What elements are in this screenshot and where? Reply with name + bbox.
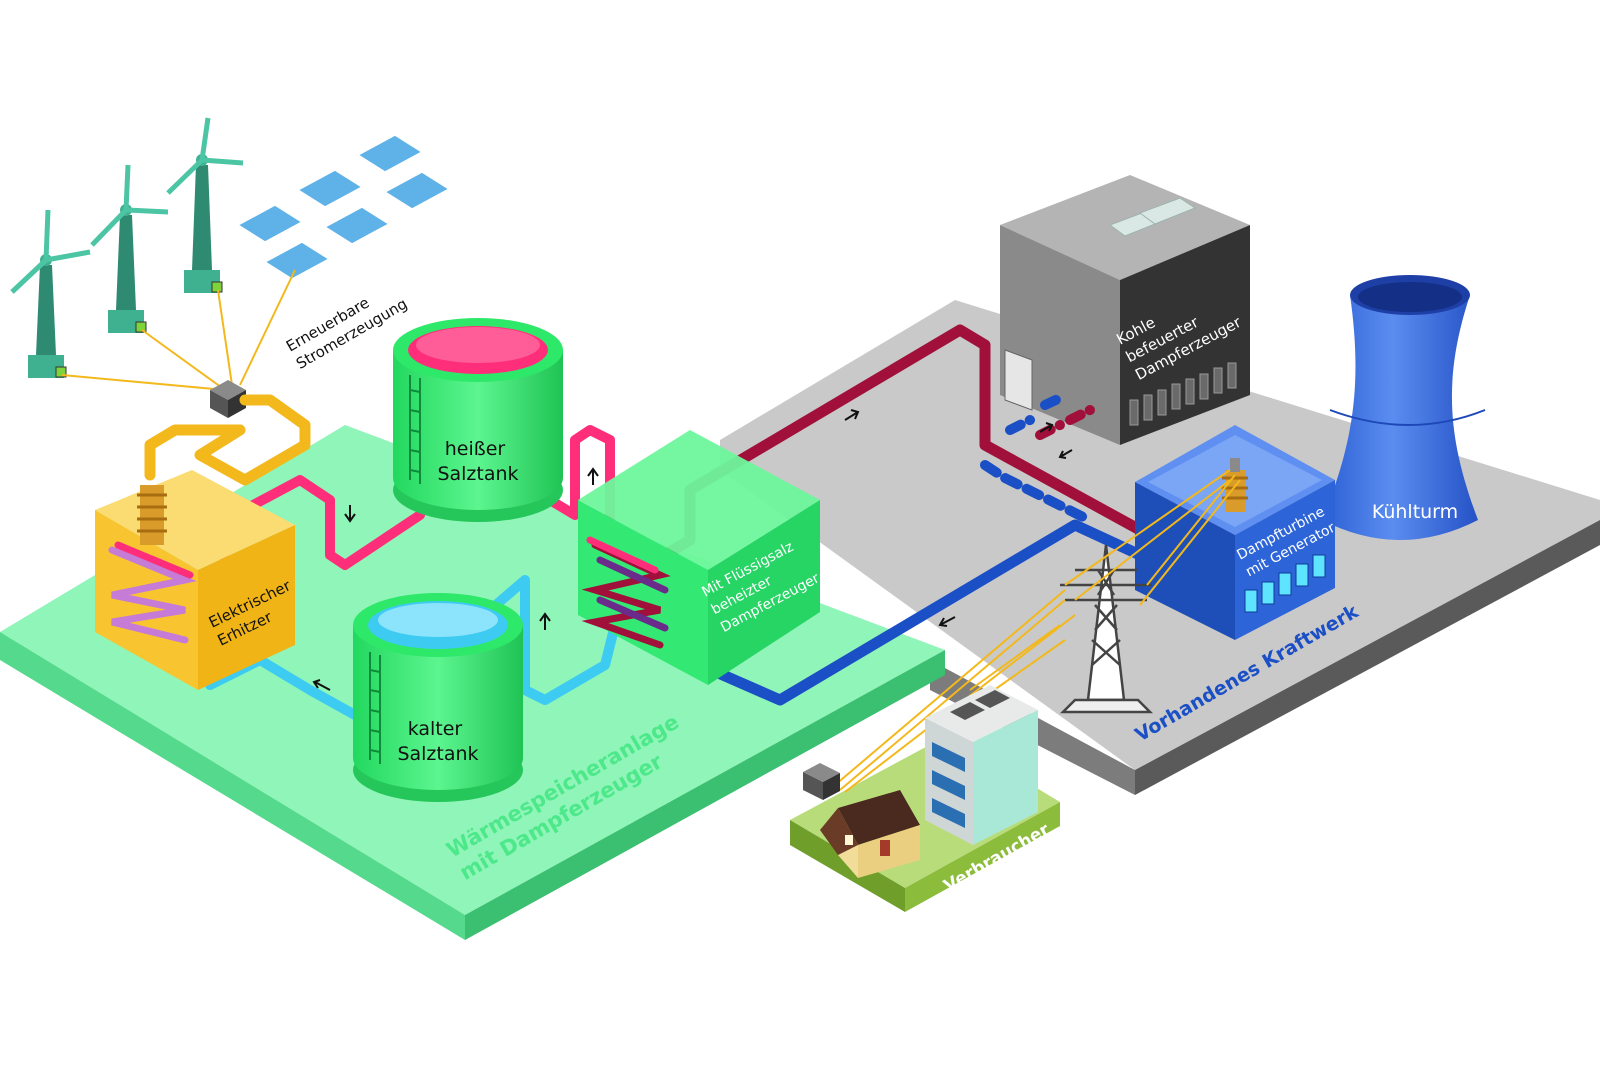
apartment-icon bbox=[925, 685, 1038, 845]
cold-salt-tank bbox=[353, 593, 523, 802]
turbine-windows bbox=[1244, 554, 1326, 613]
electric-feed-line bbox=[144, 394, 311, 486]
renewable-feed-lines bbox=[61, 269, 296, 391]
transmission-lines bbox=[834, 469, 1241, 793]
tank-ladder bbox=[409, 375, 421, 484]
junction-box-icon bbox=[803, 763, 840, 800]
turbine-building bbox=[1135, 425, 1335, 640]
solar-panel-icon bbox=[236, 134, 451, 280]
pylon-icon bbox=[1059, 544, 1154, 714]
roof-vents bbox=[1108, 197, 1197, 237]
steam-generator-coil-icon bbox=[581, 536, 671, 649]
coal-boiler-label: Kohle befeuerter Dampferzeuger bbox=[1113, 277, 1244, 384]
salt-steam-generator bbox=[578, 430, 820, 685]
heater-terminal-icon bbox=[137, 485, 167, 545]
flow-arrows bbox=[312, 409, 1073, 691]
wind-turbine-icon bbox=[10, 117, 244, 378]
cooling-tower-label: Kühlturm bbox=[1372, 501, 1458, 523]
hot-salt-tank bbox=[393, 318, 563, 522]
hot-tank-label: heißer Salztank bbox=[437, 438, 518, 485]
tank-ladder bbox=[369, 652, 381, 764]
boiler-door bbox=[1004, 349, 1033, 411]
boiler-windows bbox=[1129, 362, 1237, 426]
coal-boiler-building bbox=[1000, 175, 1250, 445]
renewables-label: Erneuerbare Stromerzeugung bbox=[283, 277, 410, 372]
heater-coil-icon bbox=[108, 541, 197, 644]
cold-tank-label: kalter Salztank bbox=[397, 718, 478, 765]
cooling-tower bbox=[1322, 275, 1486, 540]
electric-heater bbox=[95, 470, 295, 690]
house-icon bbox=[820, 790, 920, 878]
